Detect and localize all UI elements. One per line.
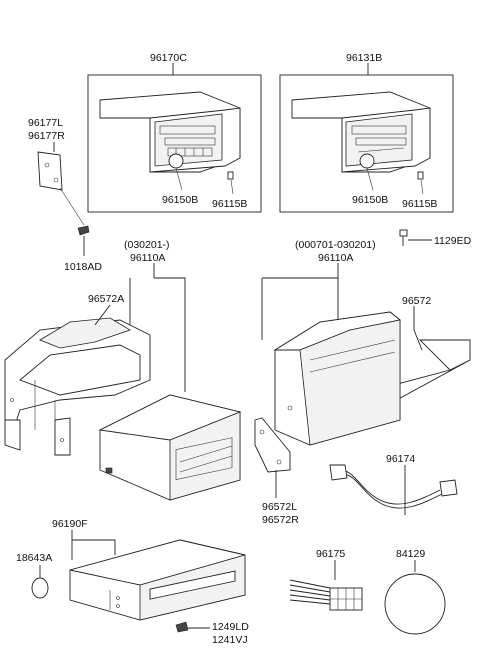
disc-part <box>384 560 446 635</box>
label-radio-set-b: 96131B <box>346 52 382 64</box>
radio-set-a <box>87 63 262 213</box>
bulb <box>31 577 49 599</box>
radio-set-b-frame <box>279 74 454 213</box>
label-screw-c2: 1241VJ <box>212 634 248 646</box>
radio-b-knob <box>359 153 375 169</box>
amplifier-group <box>31 530 246 633</box>
label-bracket-rr: 96177R <box>28 130 65 142</box>
label-harness: 96175 <box>316 548 345 560</box>
label-radio-set-a: 96170C <box>150 52 187 64</box>
bolt-b <box>399 229 432 246</box>
label-bolt-b: 1129ED <box>434 235 472 247</box>
radio-set-b <box>279 63 454 213</box>
radio-a-knob <box>168 153 184 169</box>
label-changer-left: 96110A <box>130 252 165 264</box>
disc <box>384 573 446 635</box>
small-bracket <box>37 142 90 256</box>
label-screw-a: 1018AD <box>64 261 102 273</box>
radio-set-a-frame <box>87 74 262 213</box>
cd-changer-left-group <box>4 263 242 501</box>
cable-assembly <box>329 464 458 515</box>
screw-c <box>175 621 189 633</box>
label-cable: 96174 <box>386 453 415 465</box>
label-date-right: (000701-030201) <box>295 239 376 251</box>
label-radio-b-knob: 96150B <box>352 194 388 206</box>
label-side-bracket-l: 96572L <box>262 501 297 513</box>
label-radio-a-knob: 96150B <box>162 194 198 206</box>
radio-b-clip <box>417 171 424 180</box>
harness <box>289 560 363 611</box>
label-screw-c1: 1249LD <box>212 621 249 633</box>
label-bracket-left: 96572A <box>88 293 124 305</box>
label-bulb: 18643A <box>16 552 52 564</box>
cd-changer-right-group <box>254 263 471 498</box>
label-side-bracket-r: 96572R <box>262 514 299 526</box>
label-radio-b-clip: 96115B <box>402 198 437 210</box>
screw-a <box>77 225 90 236</box>
label-bracket-right: 96572 <box>402 295 431 307</box>
radio-a-clip <box>227 171 234 180</box>
label-date-left: (030201-) <box>124 239 170 251</box>
label-radio-a-clip: 96115B <box>212 198 247 210</box>
label-amp: 96190F <box>52 518 88 530</box>
label-changer-right: 96110A <box>318 252 353 264</box>
label-disc: 84129 <box>396 548 425 560</box>
label-bracket-lr: 96177L <box>28 117 63 129</box>
